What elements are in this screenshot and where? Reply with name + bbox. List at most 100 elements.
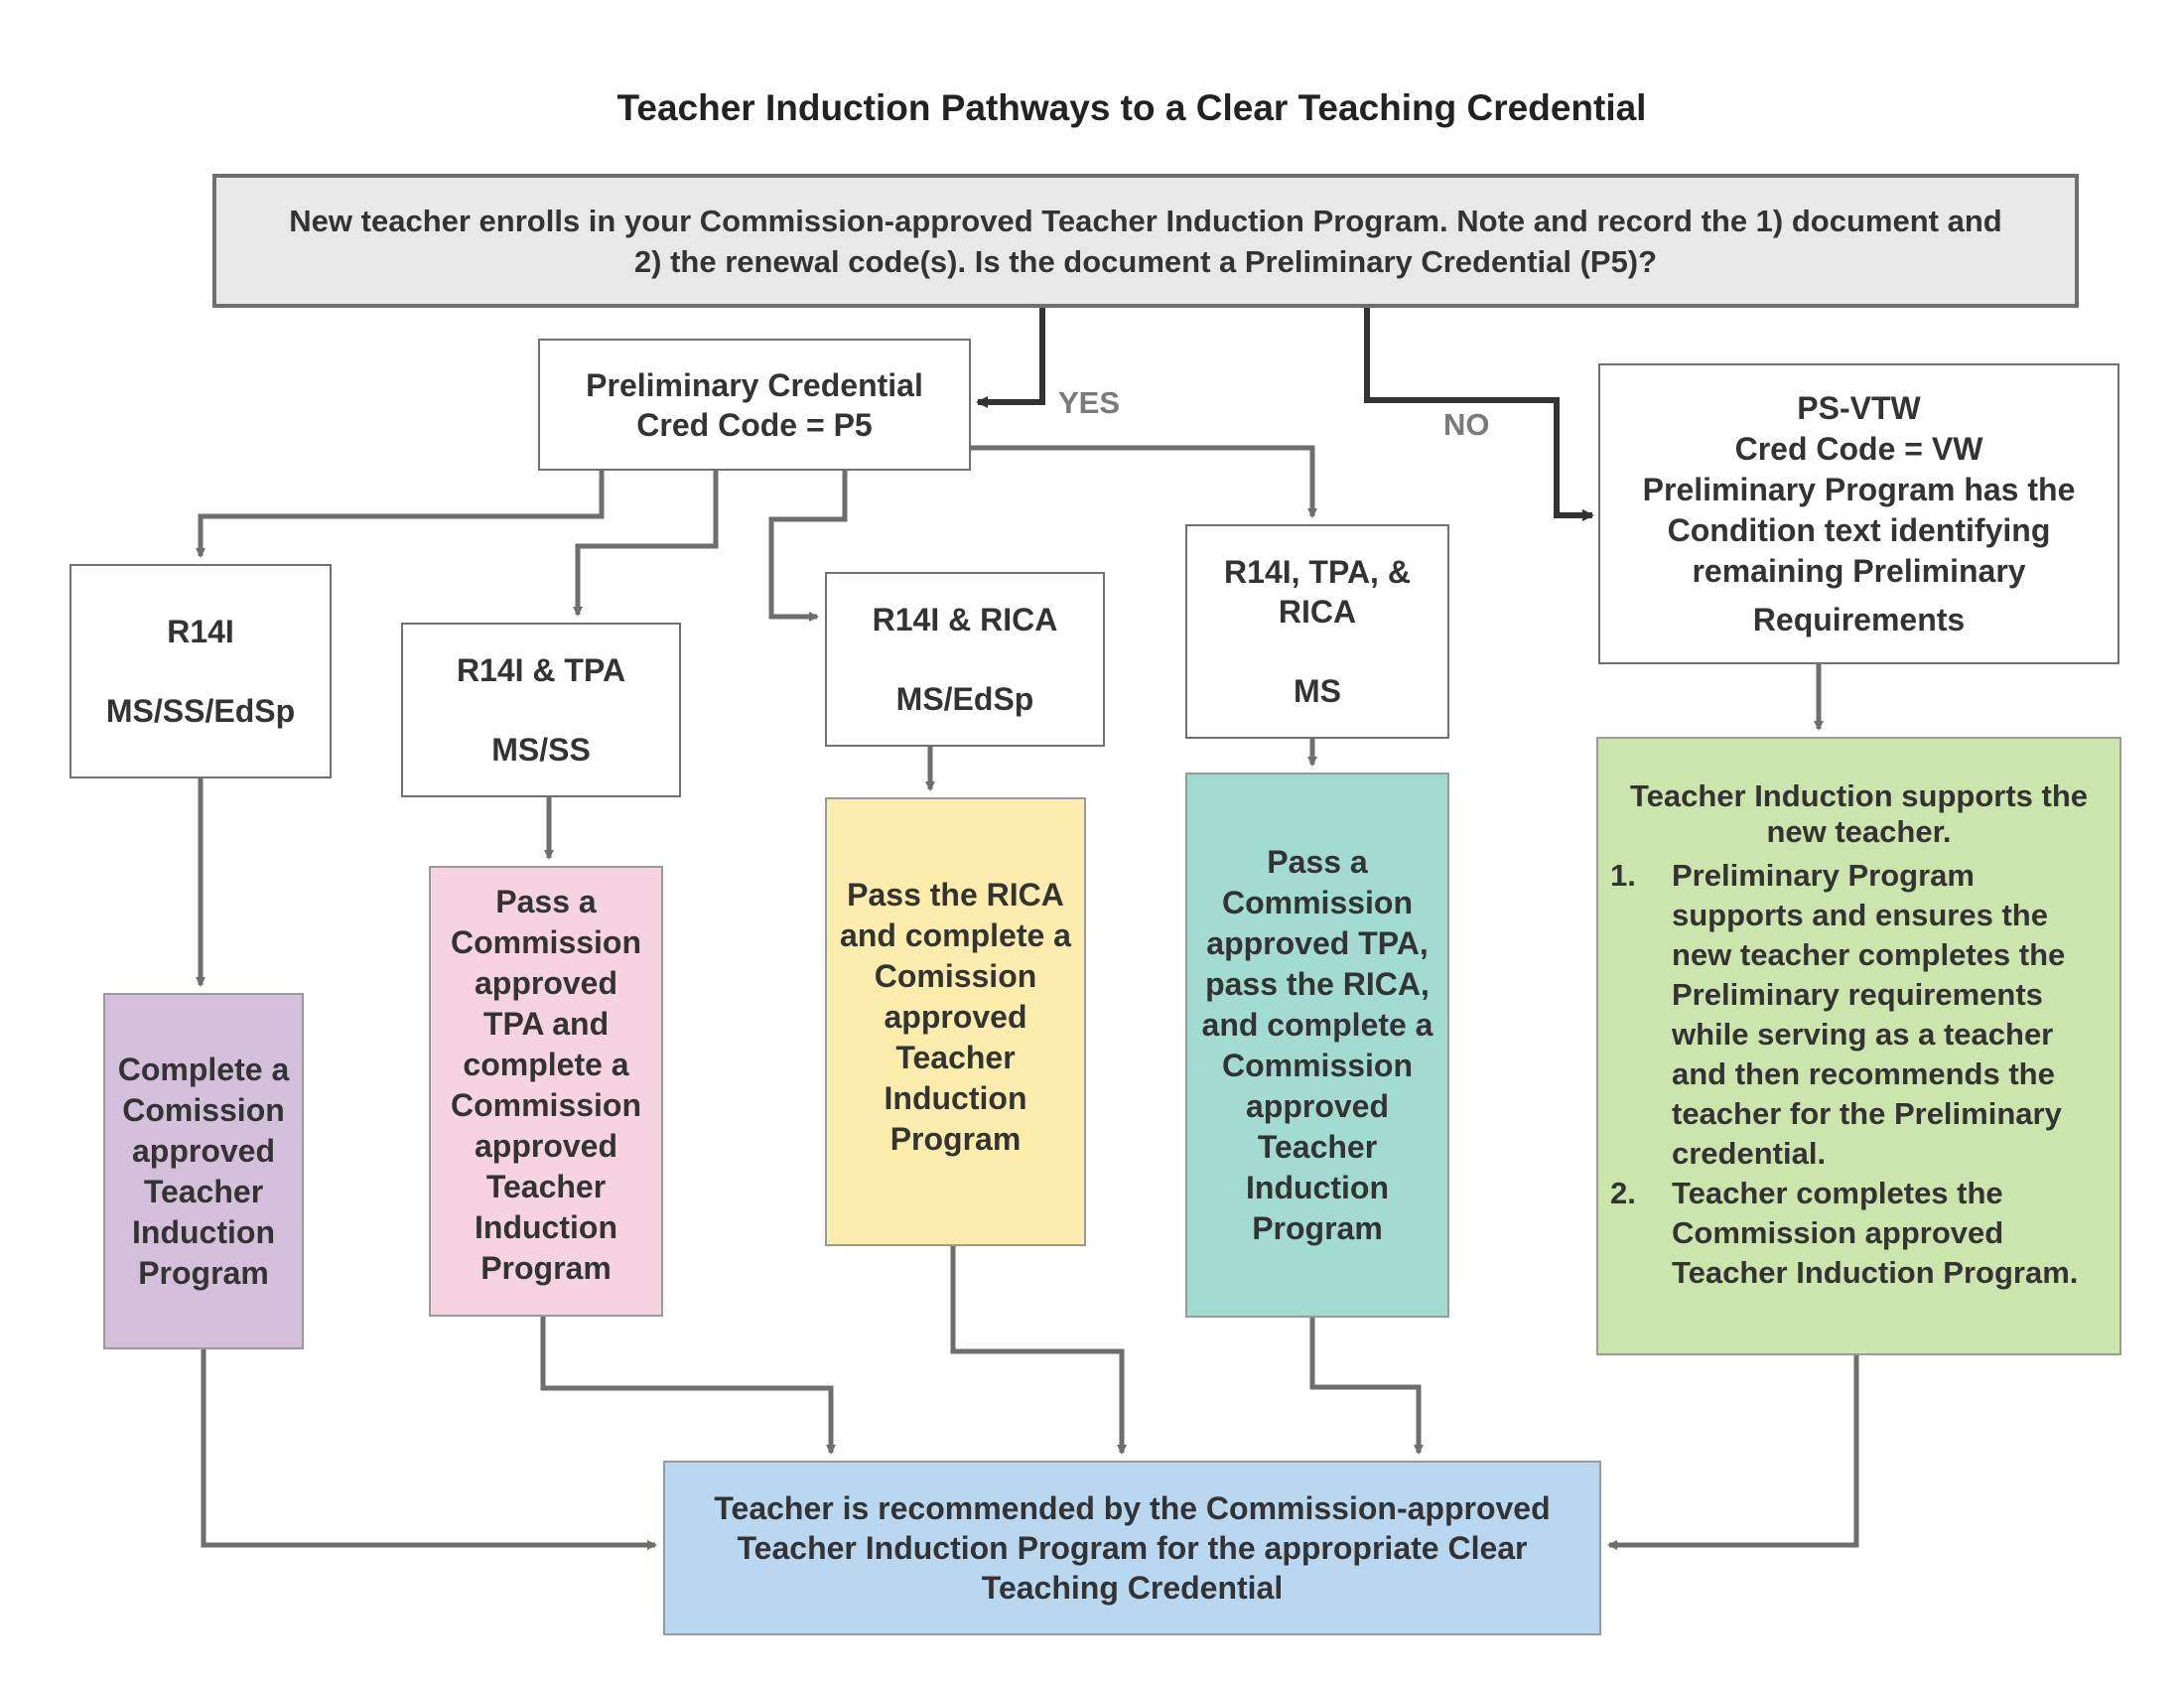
support-heading-line: new teacher. — [1766, 814, 1952, 849]
preliminary-line: Cred Code = P5 — [636, 406, 873, 443]
action-line: Teacher — [1257, 1129, 1378, 1165]
action-line: and complete a — [1201, 1007, 1433, 1043]
action-line: TPA and — [482, 1006, 610, 1042]
no-label: NO — [1443, 407, 1490, 442]
action-line: complete a — [463, 1047, 629, 1082]
ps-vtw-line: remaining Preliminary — [1692, 552, 2026, 589]
support-list-item: 2. Teacher completes the Commission appr… — [1610, 1174, 2108, 1293]
code-label: R14I, TPA, & — [1224, 554, 1411, 590]
code-box-r14i: R14I MS/SS/EdSp — [69, 564, 332, 778]
code-box-r14i-tpa: R14I & TPA MS/SS — [401, 623, 681, 797]
connector-action4-to-final — [1309, 1318, 1424, 1455]
connector-action3-to-final — [950, 1246, 1127, 1455]
connector-prelim-to-r14i-tpa — [573, 471, 719, 617]
ps-vtw-line: Preliminary Program has the — [1642, 471, 2076, 507]
action-line: Commission — [1221, 1048, 1414, 1083]
action-line: Induction — [1246, 1170, 1389, 1205]
code-box-r14i-tpa-rica: R14I, TPA, & RICA MS — [1185, 524, 1449, 739]
support-item-line: and then recommends the — [1672, 1056, 2055, 1091]
yes-label: YES — [1058, 385, 1121, 420]
action-line: Induction — [475, 1209, 617, 1245]
ps-vtw-line: Cred Code = VW — [1734, 430, 1983, 467]
start-line: New teacher enrolls in your Commission-a… — [289, 203, 2002, 238]
code-label: RICA — [1278, 594, 1357, 630]
connector-action2-to-final — [540, 1317, 836, 1455]
action-box-r14i: Complete a Comission approved Teacher In… — [103, 993, 304, 1349]
action-line: Pass the RICA — [847, 877, 1064, 913]
action-box-r14i-tpa-rica: Pass a Commission approved TPA, pass the… — [1185, 773, 1449, 1318]
start-line: 2) the renewal code(s). Is the document … — [633, 243, 1658, 279]
code-box-r14i-rica: R14I & RICA MS/EdSp — [825, 572, 1105, 747]
action-line: approved — [884, 999, 1027, 1035]
code-label: R14I & RICA — [872, 602, 1058, 637]
final-line: Teaching Credential — [981, 1570, 1284, 1606]
subject-label: MS/EdSp — [895, 681, 1034, 717]
ps-vtw-line: PS-VTW — [1797, 389, 1921, 426]
subject-label: MS — [1294, 673, 1341, 709]
start-decision-box: New teacher enrolls in your Commission-a… — [212, 174, 2079, 308]
final-recommendation-box: Teacher is recommended by the Commission… — [663, 1461, 1601, 1635]
action-line: approved — [474, 1128, 618, 1164]
action-line: Commission — [450, 1087, 642, 1123]
support-heading-line: Teacher Induction supports the — [1629, 778, 2089, 813]
action-line: Comission — [874, 958, 1037, 994]
action-line: Teacher — [143, 1173, 264, 1209]
preliminary-line: Preliminary Credential — [586, 366, 923, 403]
support-item-line: credential. — [1672, 1136, 1827, 1171]
support-item-text: Teacher completes the Commission approve… — [1672, 1174, 2108, 1293]
support-item-text: Preliminary Program supports and ensures… — [1672, 856, 2108, 1174]
support-item-number: 2. — [1610, 1176, 1636, 1210]
support-item-line: Teacher completes the — [1672, 1176, 2003, 1210]
action-line: Pass a — [495, 884, 597, 919]
action-line: Program — [480, 1250, 612, 1286]
yes-connector — [976, 308, 1045, 408]
support-item-line: Teacher Induction Program. — [1672, 1255, 2079, 1290]
support-item-line: new teacher completes the — [1672, 937, 2066, 972]
action-line: and complete a — [840, 917, 1071, 953]
ps-vtw-line: Condition text identifying — [1667, 511, 2051, 548]
code-label: R14I & TPA — [456, 652, 626, 688]
no-connector — [1364, 308, 1594, 521]
connector-prelim-to-r14i — [196, 471, 605, 558]
ps-vtw-box: PS-VTW Cred Code = VW Preliminary Progra… — [1598, 363, 2119, 664]
action-line: approved — [131, 1132, 276, 1169]
ps-vtw-line: Requirements — [1752, 601, 1966, 637]
support-item-number: 1. — [1610, 858, 1636, 893]
support-item-line: Preliminary requirements — [1672, 977, 2043, 1012]
action-line: Commission — [450, 924, 642, 960]
diagram-title: Teacher Induction Pathways to a Clear Te… — [616, 87, 1647, 128]
action-line: Program — [138, 1254, 269, 1291]
action-line: approved — [1245, 1088, 1390, 1124]
support-item-line: Preliminary Program — [1672, 858, 1975, 893]
action-line: approved TPA, — [1206, 925, 1429, 961]
action-box-r14i-rica: Pass the RICA and complete a Comission a… — [825, 797, 1086, 1246]
action-line: Teacher — [485, 1169, 607, 1204]
connector-prelim-to-r14i-tpa-rica — [971, 445, 1317, 518]
action-line: approved — [474, 965, 618, 1001]
connector-action1-to-final — [201, 1349, 657, 1550]
subject-label: MS/SS/EdSp — [105, 693, 296, 729]
action-line: Pass a — [1267, 844, 1368, 880]
action-line: Induction — [132, 1213, 275, 1250]
action-line: Induction — [884, 1080, 1027, 1116]
support-heading: Teacher Induction supports the new teach… — [1610, 778, 2108, 850]
induction-support-box: Teacher Induction supports the new teach… — [1596, 737, 2121, 1355]
support-list: 1. Preliminary Program supports and ensu… — [1610, 856, 2108, 1293]
support-item-line: teacher for the Preliminary — [1672, 1096, 2062, 1131]
support-item-line: supports and ensures the — [1672, 898, 2048, 932]
final-line: Teacher is recommended by the Commission… — [714, 1490, 1551, 1526]
code-label: R14I — [167, 614, 234, 649]
action-line: Program — [889, 1121, 1022, 1157]
action-line: pass the RICA, — [1205, 966, 1430, 1002]
action-line: Complete a — [117, 1051, 290, 1087]
action-box-r14i-tpa: Pass a Commission approved TPA and compl… — [429, 866, 663, 1317]
connector-support-to-final — [1607, 1355, 1859, 1550]
support-item-line: while serving as a teacher — [1672, 1017, 2054, 1052]
action-line: Comission — [122, 1091, 285, 1128]
support-item-line: Commission approved — [1672, 1215, 2004, 1250]
support-list-item: 1. Preliminary Program supports and ensu… — [1610, 856, 2108, 1174]
action-line: Commission — [1221, 885, 1414, 920]
final-line: Teacher Induction Program for the approp… — [737, 1530, 1528, 1566]
